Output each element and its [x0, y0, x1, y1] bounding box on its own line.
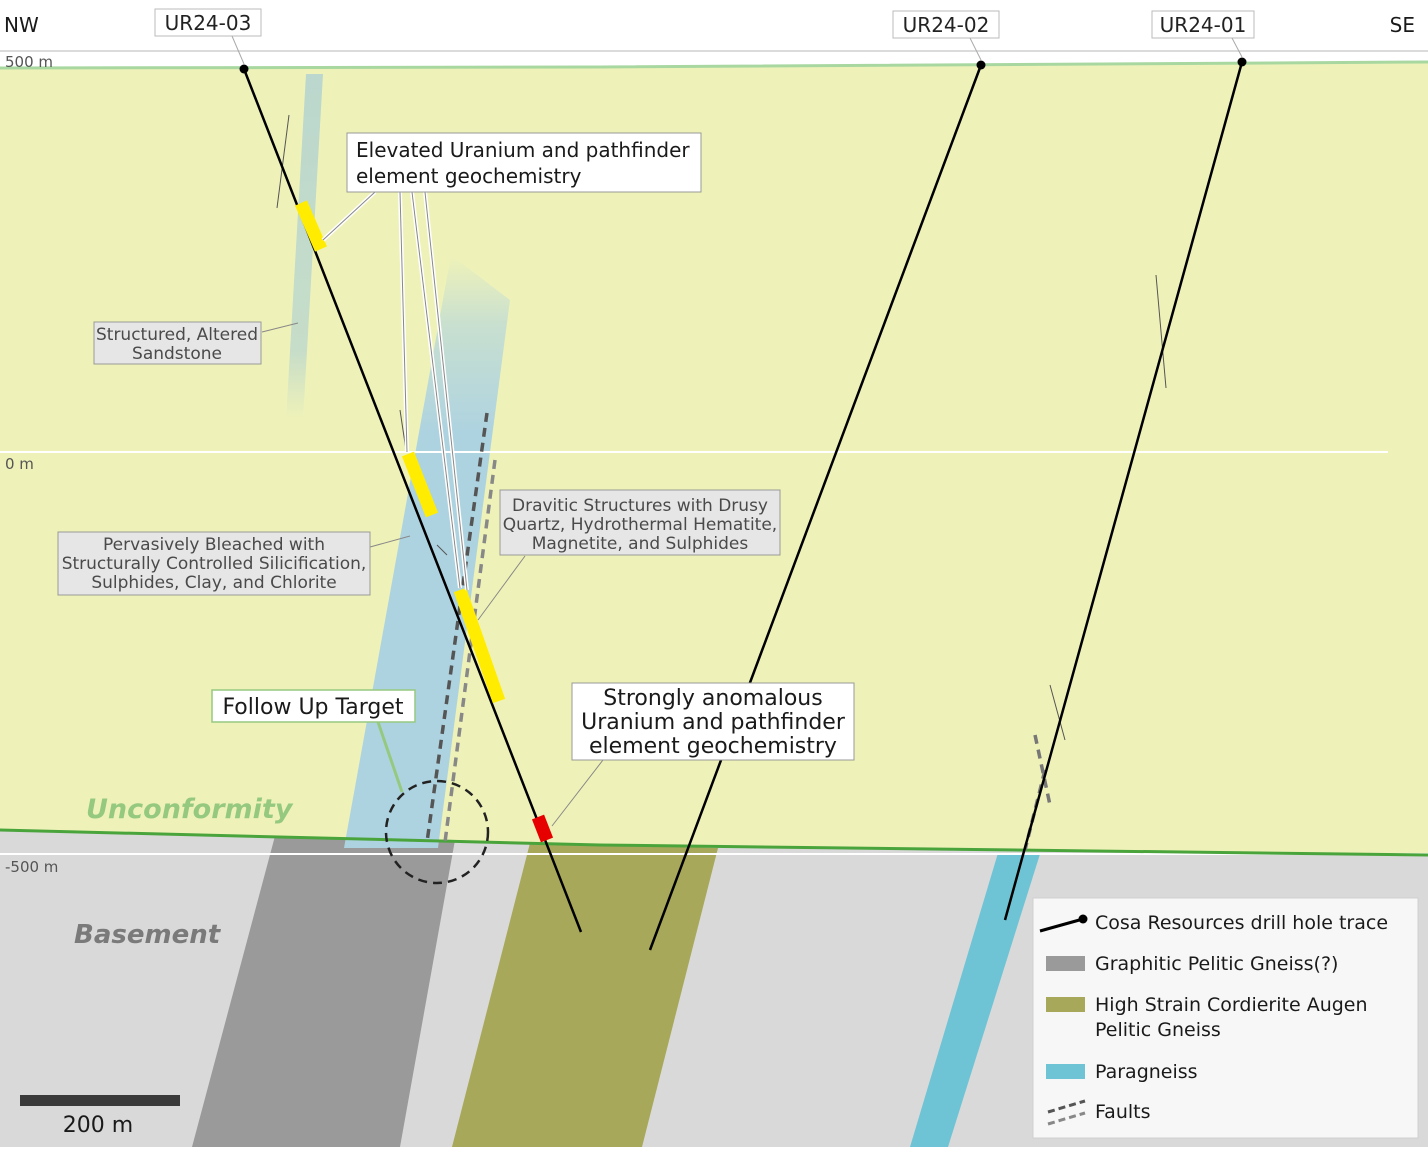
callout-structured-line-1: Structured, Altered [96, 325, 258, 345]
intercept-red [531, 814, 554, 843]
callout-follow-up: Follow Up Target [222, 695, 403, 720]
nw-label: NW [4, 13, 39, 37]
callout-box-strongly [571, 682, 855, 761]
legend-high-strain-label-2: Pelitic Gneiss [1095, 1019, 1221, 1041]
graphitic-unit [192, 836, 455, 1147]
drill-trace-ur24-01 [1003, 61, 1244, 921]
scale-bar-label: 200 m [63, 1113, 133, 1138]
callout-elevated-line-1: Elevated Uranium and pathfinder [356, 138, 690, 162]
elevation-neg500: -500 m [5, 858, 58, 876]
callout-box-follow-up [211, 689, 416, 723]
callout-box-bleached [57, 531, 371, 596]
collar-ur24-01 [1237, 57, 1247, 67]
legend-faults-label: Faults [1095, 1101, 1151, 1123]
unconformity-line [0, 828, 1428, 857]
callout-dravitic-line-2: Quartz, Hydrothermal Hematite, [503, 515, 777, 535]
paragneiss-unit [910, 853, 1040, 1147]
legend-graphitic-swatch [1046, 956, 1085, 971]
ground-surface [0, 60, 1428, 70]
follow-up-leader [376, 721, 404, 793]
legend-high-strain-label-1: High Strain Cordierite Augen [1095, 994, 1368, 1016]
scale-bar [20, 1095, 180, 1106]
callout-box-elevated [346, 132, 702, 193]
callout-box-dravitic [499, 489, 781, 556]
legend-paragneiss-label: Paragneiss [1095, 1061, 1198, 1083]
callout-dravitic-line-3: Magnetite, and Sulphides [532, 534, 749, 554]
legend-high-strain-swatch [1046, 997, 1085, 1012]
intercept-yellow [401, 451, 439, 518]
intercept-yellow [453, 587, 506, 704]
legend-drill-trace-label: Cosa Resources drill hole trace [1095, 912, 1388, 934]
callout-strongly-line-3: element geochemistry [589, 734, 837, 759]
se-label: SE [1390, 13, 1415, 37]
callout-strongly-line-2: Uranium and pathfinder [581, 710, 846, 735]
follow-up-target-circle [384, 779, 490, 885]
elevation-500: 500 m [5, 53, 53, 71]
hole-label-ur24-02: UR24-02 [903, 13, 990, 37]
legend: Cosa Resources drill hole trace Graphiti… [1032, 897, 1419, 1139]
fault-line [443, 459, 497, 843]
callout-bleached-line-2: Structurally Controlled Silicification, [62, 554, 367, 574]
fault-line [1033, 734, 1052, 806]
intercept-yellow [295, 200, 327, 252]
callout-bleached-line-3: Sulphides, Clay, and Chlorite [91, 573, 336, 593]
callout-dravitic-line-1: Dravitic Structures with Drusy [512, 496, 768, 516]
basement-label: Basement [74, 920, 222, 950]
legend-paragneiss-swatch [1046, 1064, 1085, 1079]
legend-graphitic-label: Graphitic Pelitic Gneiss(?) [1095, 953, 1338, 975]
elevation-0: 0 m [5, 455, 34, 473]
high-strain-unit [452, 843, 718, 1147]
callout-strongly-line-1: Strongly anomalous [603, 686, 822, 711]
hole-label-ur24-03: UR24-03 [165, 11, 252, 35]
fault-line [425, 412, 489, 843]
sandstone-layer [0, 62, 1428, 855]
callout-elevated-line-2: element geochemistry [356, 164, 582, 188]
callout-bleached-line-1: Pervasively Bleached with [103, 535, 325, 555]
callout-structured-line-2: Sandstone [132, 344, 222, 364]
unconformity-label: Unconformity [86, 794, 294, 825]
drill-trace-ur24-02 [648, 64, 983, 951]
legend-faults-swatch [1047, 1099, 1086, 1114]
hole-label-ur24-01: UR24-01 [1160, 13, 1247, 37]
legend-drill-trace-swatch [1039, 917, 1084, 933]
structured-sandstone-band [286, 74, 323, 420]
callout-box-structured [93, 321, 262, 365]
collar-ur24-02 [976, 60, 986, 70]
collar-ur24-03 [239, 64, 249, 74]
